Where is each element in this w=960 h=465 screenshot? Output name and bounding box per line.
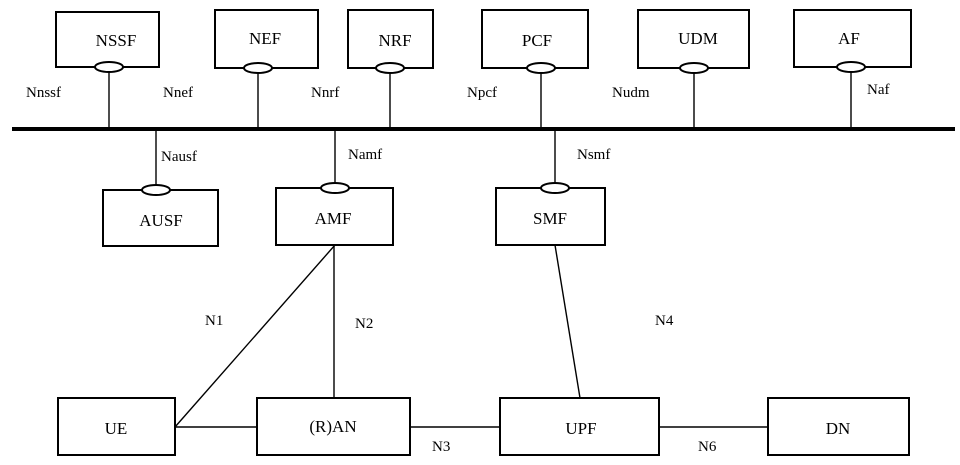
n1-line (174, 244, 336, 428)
nausf-label: Nausf (161, 149, 197, 165)
ausf-box (102, 189, 219, 247)
smf-box (495, 187, 606, 246)
n6-label: N6 (698, 439, 717, 455)
nudm-label: Nudm (612, 85, 650, 101)
ue-label: UE (105, 419, 128, 438)
nrf-label: NRF (378, 31, 411, 50)
udm-box (637, 9, 750, 69)
amf-label: AMF (315, 209, 352, 228)
upf-label: UPF (565, 419, 596, 438)
pcf-label: PCF (522, 31, 552, 50)
n3-label: N3 (432, 439, 450, 455)
namf-label: Namf (348, 147, 382, 163)
ausf-interface-icon (141, 184, 171, 196)
nssf-label: NSSF (96, 31, 137, 50)
smf-interface-icon (540, 182, 570, 194)
nnef-label: Nnef (163, 85, 193, 101)
nnrf-label: Nnrf (311, 85, 339, 101)
upf-box (499, 397, 660, 456)
amf-interface-icon (320, 182, 350, 194)
nsmf-label: Nsmf (577, 147, 610, 163)
n4-label: N4 (655, 313, 674, 329)
npcf-label: Npcf (467, 85, 497, 101)
nssf-interface-icon (94, 61, 124, 73)
n4-line (554, 244, 581, 399)
nrf-interface-icon (375, 62, 405, 74)
af-interface-icon (836, 61, 866, 73)
dn-label: DN (826, 419, 851, 438)
udm-interface-icon (679, 62, 709, 74)
ausf-label: AUSF (139, 211, 182, 230)
nnssf-label: Nnssf (26, 85, 61, 101)
ran-label: (R)AN (309, 417, 356, 436)
af-label: AF (838, 29, 860, 48)
pcf-interface-icon (526, 62, 556, 74)
naf-label: Naf (867, 82, 890, 98)
ue-box (57, 397, 176, 456)
n2-label: N2 (355, 316, 373, 332)
pcf-box (481, 9, 589, 69)
nef-label: NEF (249, 29, 281, 48)
nef-interface-icon (243, 62, 273, 74)
nssf-box (55, 11, 160, 68)
smf-label: SMF (533, 209, 567, 228)
nef-box (214, 9, 319, 69)
af-box (793, 9, 912, 68)
udm-label: UDM (678, 29, 718, 48)
ran-box (256, 397, 411, 456)
dn-box (767, 397, 910, 456)
n1-label: N1 (205, 313, 223, 329)
